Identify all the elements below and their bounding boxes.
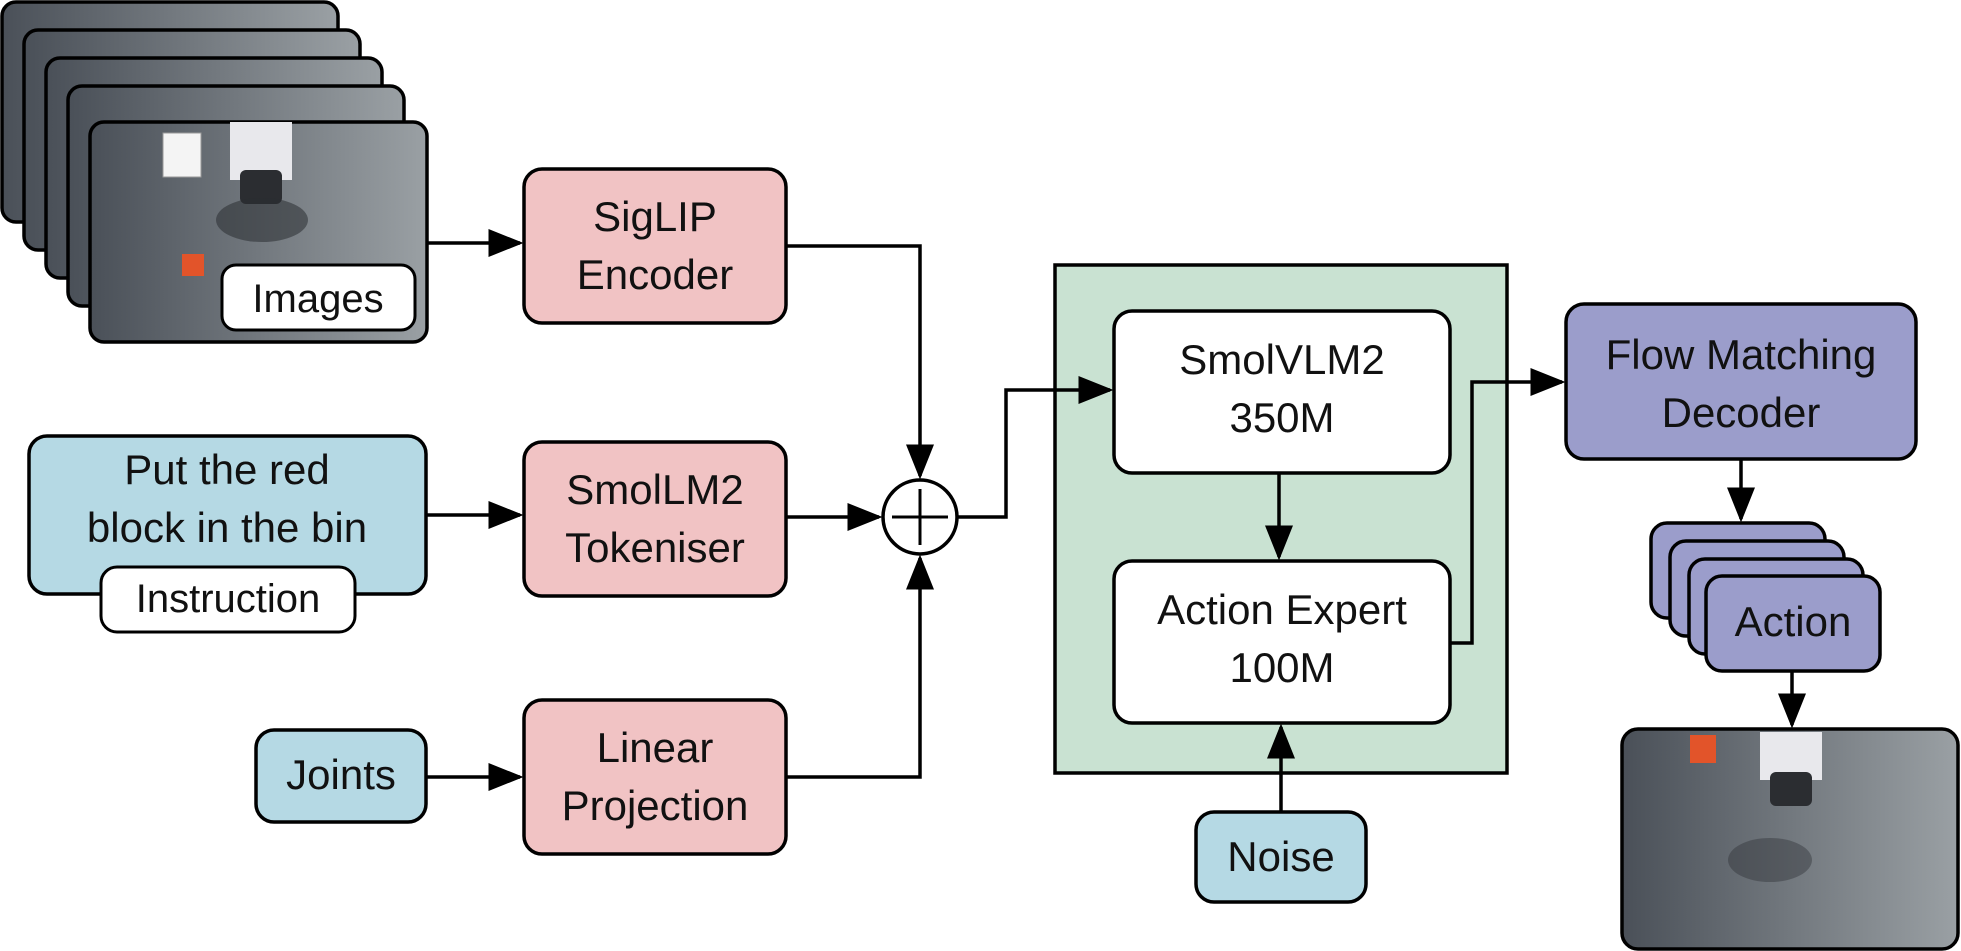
joints-label: Joints: [286, 751, 396, 798]
noise-node: Noise: [1194, 810, 1368, 904]
instruction-node: Put the red block in the bin Instruction: [27, 434, 428, 634]
smolvlm2-node: SmolVLM2 350M: [1112, 309, 1452, 475]
output-scene-block: [1690, 735, 1716, 763]
tokeniser-line1: SmolLM2: [566, 466, 743, 513]
edge-combine-to-vlm: [957, 376, 1114, 519]
flow-matching-decoder-node: Flow Matching Decoder: [1564, 302, 1918, 461]
vlm-line2: 350M: [1229, 394, 1334, 441]
tokeniser-line2: Tokeniser: [565, 524, 745, 571]
scene-red-block: [182, 254, 204, 276]
linear-projection-node: Linear Projection: [522, 698, 788, 856]
scene-bin: [162, 132, 202, 178]
output-scene-robot-arm: [1728, 732, 1822, 882]
projection-line1: Linear: [597, 724, 714, 771]
combine-node: [881, 478, 959, 556]
action-label: Action: [1735, 598, 1852, 645]
joints-node: Joints: [254, 728, 428, 824]
camera-frame-front: Images: [88, 120, 429, 344]
output-camera-frame: [1620, 727, 1960, 951]
edge-expert-to-decoder: [1450, 368, 1566, 645]
expert-line2: 100M: [1229, 644, 1334, 691]
siglip-line2: Encoder: [577, 251, 733, 298]
noise-label: Noise: [1227, 833, 1334, 880]
instruction-text-line2: block in the bin: [87, 504, 367, 551]
edge-siglip-to-combine: [786, 244, 934, 480]
smollm2-tokeniser-node: SmolLM2 Tokeniser: [522, 440, 788, 598]
instruction-label: Instruction: [136, 577, 321, 621]
decoder-line2: Decoder: [1662, 389, 1821, 436]
scene-robot-arm: [216, 122, 308, 242]
action-expert-node: Action Expert 100M: [1112, 559, 1452, 725]
decoder-line1: Flow Matching: [1606, 331, 1877, 378]
projection-line2: Projection: [562, 782, 749, 829]
instruction-label-box: [99, 565, 357, 634]
action-stack: Action: [1649, 521, 1882, 673]
instruction-text-line1: Put the red: [124, 446, 329, 493]
siglip-line1: SigLIP: [593, 193, 717, 240]
edge-projection-to-combine: [786, 554, 934, 779]
images-label: Images: [252, 277, 383, 321]
images-label-box: [220, 263, 417, 332]
vlm-line1: SmolVLM2: [1179, 336, 1384, 383]
edges: [426, 229, 1806, 812]
expert-line1: Action Expert: [1157, 586, 1407, 633]
siglip-encoder-node: SigLIP Encoder: [522, 167, 788, 325]
images-stack: Images: [0, 0, 429, 344]
